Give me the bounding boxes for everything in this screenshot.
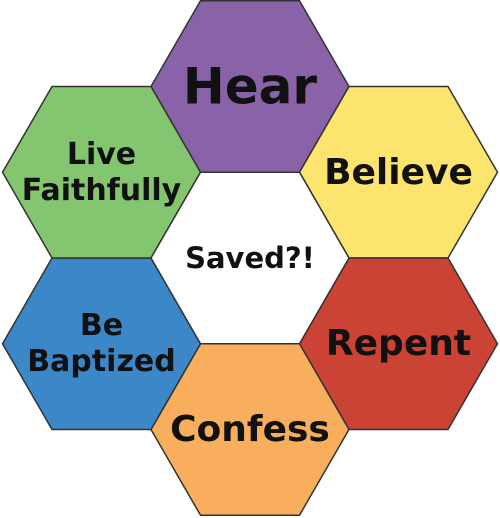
hexagon-hear-label-line-1: Hear [183, 58, 317, 116]
hexagon-believe: Believe [298, 85, 499, 259]
hexagon-live-faithfully-label-line-1: Live [67, 137, 136, 172]
hexagon-be-baptized-label-line-2: Baptized [27, 344, 176, 379]
center-hexagon [150, 171, 350, 345]
hexagon-repent-label-line-1: Repent [326, 323, 471, 364]
hexagon-live-faithfully-label-line-2: Faithfully [22, 173, 182, 208]
hexagon-confess-label-line-1: Confess [170, 409, 330, 450]
hexagon-hear: Hear [150, 0, 350, 174]
hexagon-believe-label-line-1: Believe [324, 152, 473, 193]
hexagon-confess: Confess [150, 342, 350, 516]
center-label: Saved?! [185, 241, 315, 275]
hexagon-be-baptized-label-line-1: Be [80, 308, 123, 343]
